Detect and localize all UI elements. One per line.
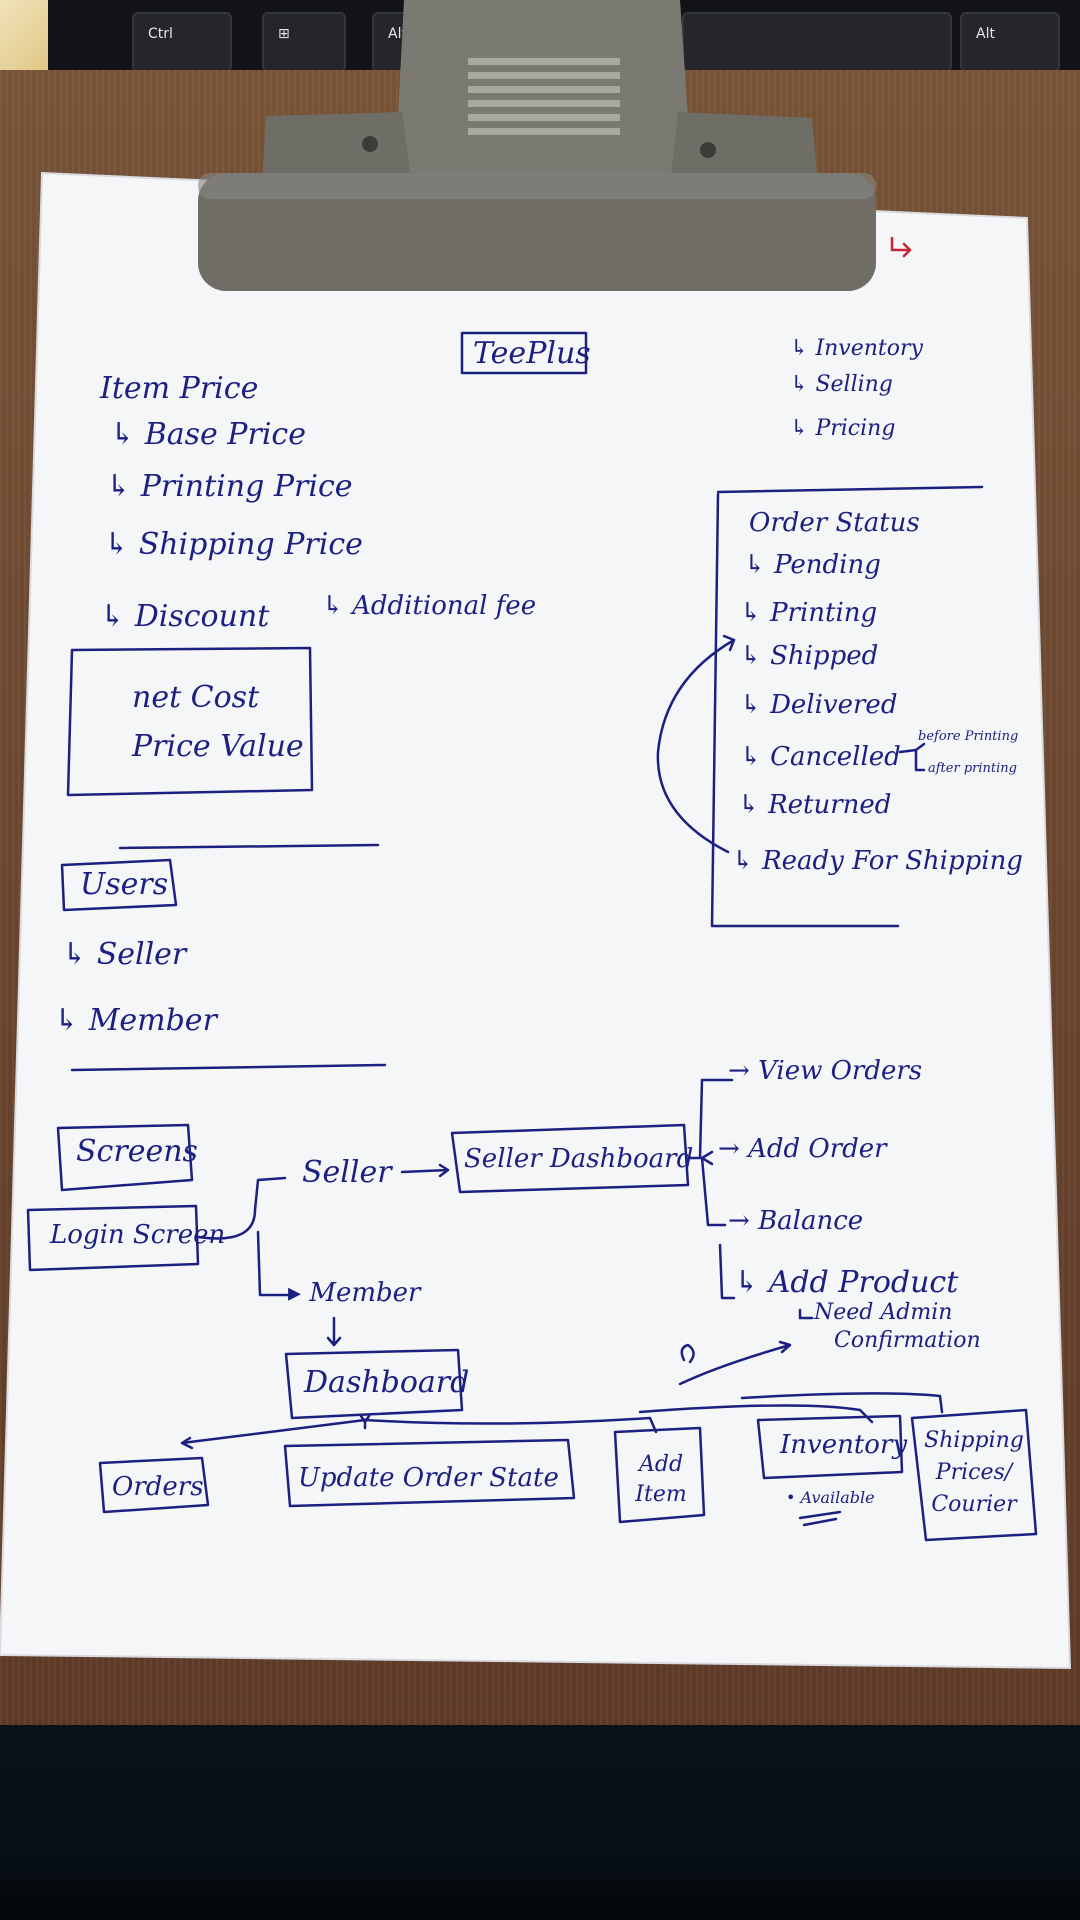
order-status-pending: ↳ Pending: [744, 550, 881, 580]
inventory-available-note-label: Available: [800, 1488, 875, 1507]
item-price-additional-fee-label: Additional fee: [352, 591, 537, 621]
top-right-pricing: ↳ Pricing: [790, 416, 896, 441]
dashboard-add-item-label-text: Add Item: [635, 1452, 687, 1507]
dashboard-add-item-label: Add Item: [626, 1450, 696, 1509]
dashboard-inventory-label: Inventory: [780, 1430, 908, 1460]
item-price-discount-label: Discount: [134, 599, 270, 634]
top-right-inventory-label: Inventory: [815, 336, 923, 361]
seller-action-view-orders-label: View Orders: [758, 1056, 923, 1086]
dashboard-orders-label: Orders: [112, 1472, 204, 1502]
order-status-cancelled: ↳ Cancelled: [740, 742, 901, 772]
cancelled-before-printing-note: before Printing: [918, 729, 1019, 744]
order-status-printing-label: Printing: [770, 598, 878, 628]
member-screen-label: ▸ Member: [288, 1278, 421, 1308]
seller-action-add-order: → Add Order: [718, 1134, 887, 1164]
users-heading: Users: [80, 867, 169, 902]
cancelled-after-printing-note: after printing: [928, 761, 1017, 776]
inventory-available-note: • Available: [786, 1488, 875, 1507]
order-status-cancelled-label: Cancelled: [770, 742, 901, 772]
confirmation-note: Confirmation: [834, 1328, 981, 1353]
seller-action-balance-label: Balance: [758, 1206, 864, 1236]
need-admin-note: Need Admin: [814, 1300, 953, 1325]
item-price-discount: ↳ Discount: [100, 599, 270, 634]
users-member-label: Member: [88, 1003, 217, 1038]
order-status-pending-label: Pending: [774, 550, 881, 580]
order-status-delivered: ↳ Delivered: [740, 690, 898, 720]
item-price-printing-label: Printing Price: [140, 469, 353, 504]
seller-action-balance: → Balance: [728, 1206, 864, 1236]
windows-key: ⊞: [262, 12, 346, 72]
order-status-shipped-label: Shipped: [770, 641, 879, 671]
item-price-shipping-label: Shipping Price: [138, 527, 363, 562]
item-price-shipping: ↳ Shipping Price: [104, 527, 363, 562]
order-status-shipped: ↳ Shipped: [740, 641, 879, 671]
ctrl-key-label: Ctrl: [148, 26, 173, 42]
users-seller-label: Seller: [96, 937, 187, 972]
top-right-pricing-label: Pricing: [815, 416, 896, 441]
alt-right-key-label: Alt: [976, 26, 995, 42]
users-seller: ↳ Seller: [62, 937, 187, 972]
item-price-heading: Item Price: [100, 371, 259, 406]
dashboard-shipping-label-text: Shipping Prices/ Courier: [924, 1428, 1024, 1517]
order-status-returned: ↳ Returned: [738, 790, 892, 820]
dashboard-update-order-label: Update Order State: [298, 1463, 559, 1493]
net-cost-label: net Cost: [132, 680, 260, 715]
item-price-additional-fee: ↳ Additional fee: [322, 591, 537, 621]
order-status-returned-label: Returned: [768, 790, 892, 820]
login-screen-label: Login Screen: [50, 1220, 226, 1250]
price-value-label: Price Value: [132, 729, 304, 764]
order-status-ready-label: Ready For Shipping: [762, 846, 1023, 876]
order-status-ready: ↳ Ready For Shipping: [732, 846, 1023, 876]
seller-action-add-order-label: Add Order: [748, 1134, 887, 1164]
item-price-base: ↳ Base Price: [110, 417, 306, 452]
top-right-selling-label: Selling: [815, 372, 893, 397]
space-bar-key: [682, 12, 952, 72]
seller-action-add-product: ↳ Add Product: [734, 1265, 959, 1300]
order-status-printing: ↳ Printing: [740, 598, 878, 628]
dark-bottom-area: [0, 1725, 1080, 1920]
users-member: ↳ Member: [54, 1003, 217, 1038]
item-price-base-label: Base Price: [144, 417, 306, 452]
member-screen-label-text: Member: [309, 1278, 421, 1308]
order-status-delivered-label: Delivered: [770, 690, 898, 720]
item-price-printing: ↳ Printing Price: [106, 469, 353, 504]
seller-screen-label: Seller: [302, 1155, 392, 1190]
seller-dashboard-label: Seller Dashboard: [464, 1144, 694, 1174]
binder-clip: [198, 0, 876, 291]
page-title: TeePlus: [473, 336, 591, 371]
dashboard-label: Dashboard: [304, 1365, 470, 1400]
dashboard-shipping-label: Shipping Prices/ Courier: [924, 1425, 1024, 1521]
seller-action-view-orders: → View Orders: [728, 1056, 923, 1086]
alt-right-key: Alt: [960, 12, 1060, 72]
windows-icon: ⊞: [278, 26, 290, 42]
top-right-selling: ↳ Selling: [790, 372, 893, 397]
screens-heading: Screens: [76, 1134, 198, 1169]
order-status-heading: Order Status: [749, 508, 920, 538]
top-right-inventory: ↳ Inventory: [790, 336, 923, 361]
seller-action-add-product-label: Add Product: [768, 1265, 959, 1300]
